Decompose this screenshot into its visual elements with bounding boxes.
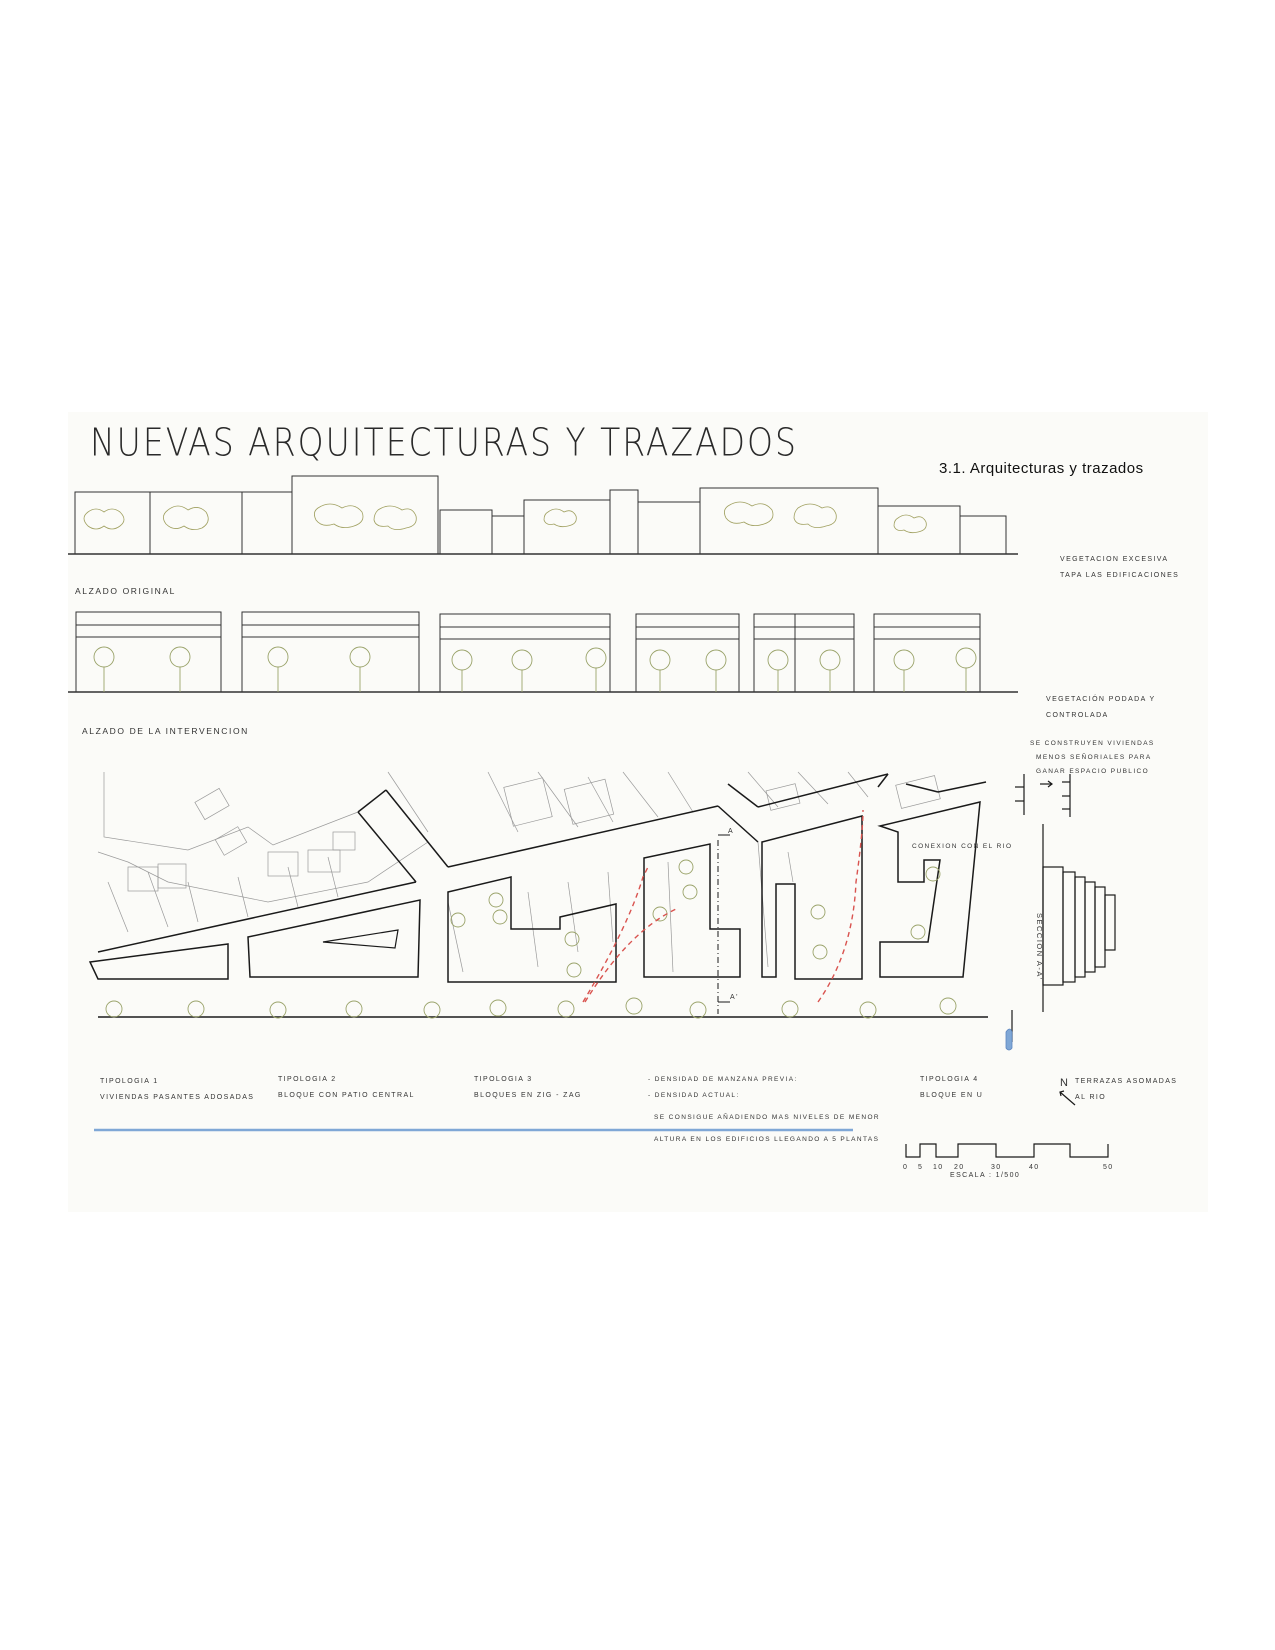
- homes-note: SE CONSTRUYEN VIVIENDAS: [1030, 740, 1155, 747]
- scale-bar: [905, 1143, 1109, 1158]
- excessive-vegetation: [83, 501, 927, 534]
- river-connection-label: CONEXION CON EL RIO: [912, 843, 1013, 850]
- density-note: ALTURA EN LOS EDIFICIOS LLEGANDO A 5 PLA…: [654, 1136, 880, 1143]
- original-building: [699, 487, 879, 555]
- connection-arrows: [582, 809, 864, 1003]
- homes-diagram: [1015, 774, 1071, 817]
- pruned-trees: [93, 646, 977, 692]
- section-subtitle: 3.1. Arquitecturas y trazados: [939, 460, 1144, 477]
- homes-note: MENOS SEÑORIALES PARA: [1036, 754, 1152, 761]
- typology-name: TIPOLOGIA 4: [920, 1076, 979, 1083]
- architectural-drawing: [68, 475, 1116, 1158]
- drawing-sheet: N 0 5 10 20 30 40 50: [68, 412, 1208, 1212]
- typology-2-block: [247, 899, 421, 978]
- terraces-section: [1011, 824, 1116, 1042]
- original-building: [149, 491, 243, 555]
- intervention-block: [753, 613, 855, 693]
- original-building: [523, 499, 611, 555]
- courtyard-trees: [450, 859, 941, 978]
- typology-name: TIPOLOGIA 1: [100, 1078, 159, 1085]
- scale-tick: 0: [903, 1164, 909, 1171]
- original-building: [959, 515, 1007, 555]
- intervention-block: [873, 613, 981, 693]
- density-current: - DENSIDAD ACTUAL:: [648, 1092, 740, 1099]
- typology-desc: BLOQUE EN U: [920, 1092, 984, 1099]
- scale-tick: 5: [918, 1164, 924, 1171]
- typology-3-block: [761, 815, 863, 980]
- section-mark-a: A: [728, 828, 735, 835]
- density-previous: - DENSIDAD DE MANZANA PREVIA:: [648, 1076, 798, 1083]
- terraces-note: TERRAZAS ASOMADAS: [1075, 1078, 1178, 1085]
- original-building: [609, 489, 639, 555]
- ink-blocks: [88, 773, 988, 1018]
- typology-1-block: [88, 943, 229, 980]
- scale-tick: 30: [991, 1164, 1002, 1171]
- intervention-elevation-label: ALZADO DE LA INTERVENCION: [82, 726, 249, 736]
- original-elevation-note: TAPA LAS EDIFICACIONES: [1060, 572, 1180, 579]
- original-elevation: [68, 475, 1018, 555]
- intervention-elevation: [68, 611, 1018, 693]
- north-label: N: [1060, 1077, 1068, 1089]
- scale-tick: 10: [933, 1164, 944, 1171]
- typology-desc: BLOQUES EN ZIG - ZAG: [474, 1092, 582, 1099]
- original-elevation-note: VEGETACION EXCESIVA: [1060, 556, 1169, 563]
- typology-2-courtyard: [322, 929, 399, 949]
- scale-tick: 50: [1103, 1164, 1114, 1171]
- water-mark: [1005, 1028, 1013, 1051]
- site-plan: [88, 771, 1116, 1158]
- original-building: [241, 491, 293, 555]
- original-elevation-label: ALZADO ORIGINAL: [75, 586, 176, 596]
- terraces-note: AL RIO: [1075, 1094, 1107, 1101]
- intervention-elevation-note: CONTROLADA: [1046, 712, 1109, 719]
- existing-fabric: [97, 771, 941, 973]
- intervention-block: [241, 611, 420, 693]
- original-building: [877, 505, 961, 555]
- typology-3-block: [447, 876, 617, 983]
- scale-label: ESCALA : 1/500: [950, 1172, 1021, 1179]
- original-building: [637, 501, 701, 555]
- section-marks: [718, 834, 730, 1003]
- typology-desc: BLOQUE CON PATIO CENTRAL: [278, 1092, 415, 1099]
- original-building: [439, 509, 493, 555]
- scale-tick: 20: [954, 1164, 965, 1171]
- north-arrow-icon: [1059, 1090, 1076, 1106]
- page-title: NUEVAS ARQUITECTURAS Y TRAZADOS: [90, 420, 798, 465]
- typology-4-block: [877, 801, 981, 978]
- intervention-block: [439, 613, 611, 693]
- street-trees: [105, 997, 957, 1019]
- density-note: SE CONSIGUE AÑADIENDO MAS NIVELES DE MEN…: [654, 1114, 881, 1121]
- original-building: [491, 515, 525, 555]
- intervention-block: [75, 611, 222, 693]
- intervention-block: [635, 613, 740, 693]
- original-building: [74, 491, 151, 555]
- intervention-elevation-note: VEGETACIÓN PODADA Y: [1046, 696, 1156, 703]
- typology-3-block: [643, 843, 741, 978]
- section-mark-a-prime: A': [730, 994, 739, 1001]
- homes-note: GANAR ESPACIO PUBLICO: [1036, 768, 1150, 775]
- typology-name: TIPOLOGIA 2: [278, 1076, 337, 1083]
- original-building: [291, 475, 439, 555]
- scale-tick: 40: [1029, 1164, 1040, 1171]
- typology-name: TIPOLOGIA 3: [474, 1076, 533, 1083]
- section-label: SECCION A-A': [1035, 912, 1044, 981]
- typology-desc: VIVIENDAS PASANTES ADOSADAS: [100, 1094, 255, 1101]
